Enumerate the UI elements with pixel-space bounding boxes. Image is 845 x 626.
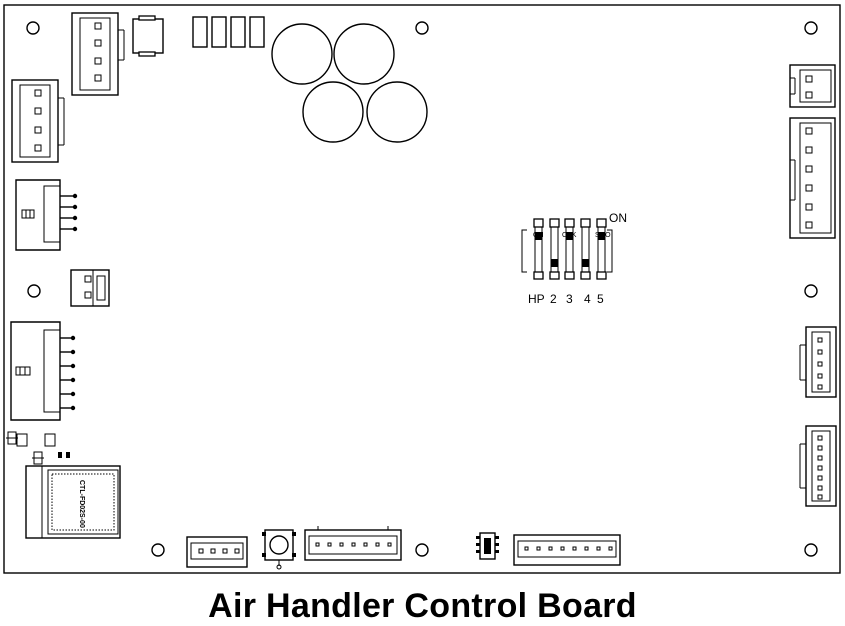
connector-right-2pin [789, 64, 836, 108]
ic-chip [476, 532, 499, 560]
header-left-6pin [10, 321, 76, 421]
dip-bottom-label-3: 3 [566, 292, 573, 306]
control-board-diagram: CTL-FD02S-00 [3, 4, 841, 574]
module-label: CTL-FD02S-00 [78, 480, 85, 528]
dip-switch-4 [580, 218, 591, 280]
dip-top-label-1: ON [533, 232, 544, 239]
dip-bottom-label-1: HP [528, 292, 545, 306]
dip-bottom-label-2: 2 [550, 292, 557, 306]
connector-top-left-4pin [71, 12, 125, 96]
connector-right-7pin [799, 425, 837, 507]
dip-switch-1 [533, 218, 544, 280]
connector-left-4pin [11, 79, 65, 163]
diagram-title: Air Handler Control Board [208, 587, 637, 625]
dip-top-label-5: SOO [595, 232, 611, 239]
mounting-holes [26, 21, 818, 557]
dip-top-label-3: CAK [562, 232, 577, 239]
connector-small-2pin [70, 269, 110, 307]
dip-switch-2 [549, 218, 560, 280]
dip-switch-3 [564, 218, 575, 280]
inductor [132, 15, 164, 57]
dip-on-label: ON [609, 211, 627, 225]
connector-bottom-7pin [304, 526, 402, 561]
connector-bottom-4pin [186, 536, 248, 568]
dip-bottom-label-5: 5 [597, 292, 604, 306]
reset-push-button [262, 529, 296, 570]
dip-bottom-label-4: 4 [584, 292, 591, 306]
connector-right-5pin [799, 326, 837, 398]
capacitors [271, 23, 428, 143]
dip-switch-5 [596, 218, 607, 280]
dip-switch: ON ON CAK SOO HP 2 3 4 5 [521, 211, 627, 306]
resistor-bank [192, 16, 265, 48]
wireless-module: CTL-FD02S-00 [25, 465, 121, 539]
header-left-4pin [15, 179, 78, 251]
smd-components [6, 431, 70, 465]
connector-bottom-8pin [513, 534, 621, 566]
board-outline [3, 4, 841, 574]
connector-right-6pin [789, 117, 836, 239]
